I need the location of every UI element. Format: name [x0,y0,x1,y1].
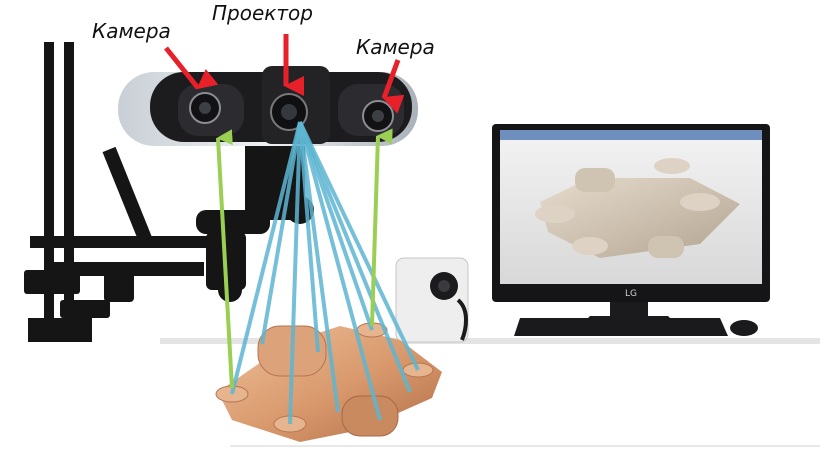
label-projector: Проектор [212,1,313,25]
monitor: LG [492,124,770,322]
left-camera-lens [189,92,221,124]
projector-rays [230,121,420,425]
monitor-brand: LG [625,289,637,299]
label-camera-right: Камера [356,35,435,59]
camera-rays [216,128,393,389]
computer-unit [395,257,469,343]
mouse [730,320,758,336]
label-arrows [164,34,405,114]
scanned-part [215,322,442,442]
table-surface [160,338,820,447]
keyboard [514,318,728,336]
label-camera-left: Камера [92,19,171,43]
screen-part-render [535,158,740,258]
right-camera-lens [362,100,394,132]
